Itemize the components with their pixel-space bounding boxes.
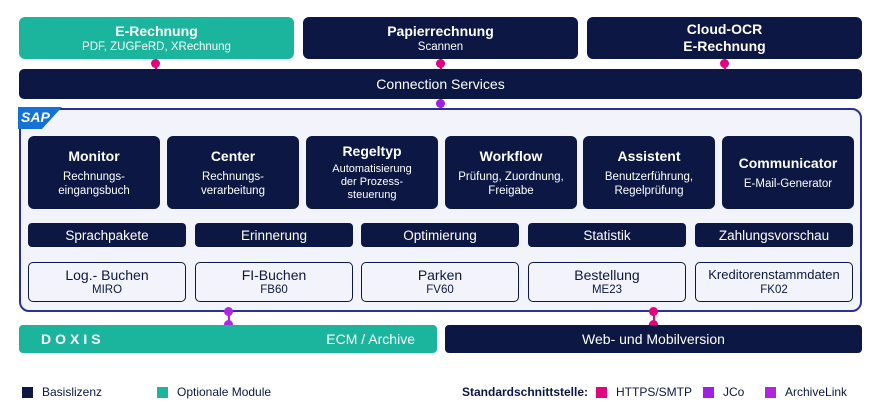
legend-basis: Basislizenz [22, 385, 102, 399]
input-e-rechnung-subtitle: PDF, ZUGFeRD, XRechnung [82, 40, 231, 53]
input-papierrechnung-subtitle: Scannen [417, 40, 464, 53]
sap-logo: SAP [18, 107, 62, 129]
legend-https: HTTPS/SMTP [596, 385, 692, 399]
module-regeltyp: Regeltyp Automatisierung der Prozess- st… [306, 136, 438, 209]
connection-services-label: Connection Services [376, 76, 505, 92]
ecm-archive-label: ECM / Archive [326, 331, 415, 347]
module-monitor-title: Monitor [68, 147, 120, 164]
legend-archivelink: ArchiveLink [765, 385, 847, 399]
connector-dot-archivelink-2 [224, 320, 233, 329]
module-center-title: Center [210, 147, 256, 164]
phase-kreditorenstammdaten: Kreditorenstammdaten FK02 [695, 262, 853, 302]
phase-fi-buchen-title: FI-Buchen [241, 267, 307, 283]
input-papierrechnung-title: Papierrechnung [387, 22, 494, 39]
phase-fi-buchen-code: FB60 [260, 284, 288, 296]
module-workflow-title: Workflow [479, 147, 543, 164]
legend-jco-label: JCo [723, 385, 745, 399]
module-center-subtitle: Rechnungs- verarbeitung [201, 170, 265, 197]
legend-https-label: HTTPS/SMTP [616, 385, 693, 399]
input-e-rechnung: E-Rechnung PDF, ZUGFeRD, XRechnung [19, 17, 294, 59]
connector-dot-archivelink [224, 307, 233, 316]
legend-optional-swatch [157, 386, 168, 398]
legend-interface-title: Standardschnittstelle: [462, 385, 588, 399]
web-mobil-bar: Web- und Mobilversion [445, 325, 862, 353]
web-mobil-label: Web- und Mobilversion [582, 331, 725, 347]
feature-optimierung: Optimierung [361, 223, 519, 247]
connector-dot-https-2 [436, 59, 445, 68]
phase-parken-title: Parken [417, 267, 463, 283]
module-monitor: Monitor Rechnungs- eingangsbuch [28, 136, 160, 209]
module-workflow-subtitle: Prüfung, Zuordnung, Freigabe [458, 170, 564, 197]
legend-interface-title-label: Standardschnittstelle: [462, 385, 589, 399]
phase-log-buchen: Log.- Buchen MIRO [28, 262, 186, 302]
doxis-ecm-bar: DOXIS ECM / Archive [19, 325, 437, 353]
legend-archivelink-swatch [765, 386, 776, 398]
connector-https-bottom [653, 312, 655, 325]
module-monitor-subtitle: Rechnungs- eingangsbuch [58, 170, 130, 197]
legend-https-swatch [596, 386, 607, 398]
phase-kreditorenstammdaten-title: Kreditorenstammdaten [708, 267, 840, 282]
phase-log-buchen-code: MIRO [91, 284, 123, 296]
legend-jco: JCo [703, 385, 744, 399]
phase-parken-code: FV60 [426, 284, 454, 296]
phase-parken: Parken FV60 [361, 262, 519, 302]
legend-optional-label: Optionale Module [177, 385, 272, 399]
phase-log-buchen-title: Log.- Buchen [65, 267, 149, 283]
connector-dot-https-bottom-2 [649, 320, 658, 329]
input-papierrechnung: Papierrechnung Scannen [303, 17, 578, 59]
legend-archivelink-label: ArchiveLink [785, 385, 848, 399]
connector-dot-jco-top [436, 99, 445, 108]
phase-kreditorenstammdaten-code: FK02 [760, 284, 788, 296]
phase-bestellung: Bestellung ME23 [528, 262, 686, 302]
module-communicator-title: Communicator [738, 154, 838, 171]
feature-sprachpakete: Sprachpakete [28, 223, 186, 247]
connection-services-bar: Connection Services [19, 69, 862, 99]
connector-dot-https-3 [720, 59, 729, 68]
feature-erinnerung: Erinnerung [195, 223, 353, 247]
module-workflow: Workflow Prüfung, Zuordnung, Freigabe [445, 136, 577, 209]
phase-bestellung-code: ME23 [591, 284, 623, 296]
connector-archivelink [228, 312, 230, 325]
feature-statistik: Statistik [528, 223, 686, 247]
phase-bestellung-title: Bestellung [574, 267, 640, 283]
sap-logo-text: SAP [21, 109, 50, 125]
module-communicator-subtitle: E-Mail-Generator [743, 177, 833, 190]
connector-dot-https-bottom [649, 307, 658, 316]
input-cloud-ocr-title: Cloud-OCR E-Rechnung [683, 21, 766, 54]
module-assistent-title: Assistent [617, 147, 681, 164]
phase-fi-buchen: FI-Buchen FB60 [195, 262, 353, 302]
doxis-logo: DOXIS [41, 331, 105, 347]
legend-basis-swatch [22, 386, 33, 398]
legend-jco-swatch [703, 386, 714, 398]
module-center: Center Rechnungs- verarbeitung [167, 136, 299, 209]
connector-dot-https-1 [151, 59, 160, 68]
legend-optional: Optionale Module [157, 385, 271, 399]
sap-logo-shape [18, 107, 62, 129]
module-assistent: Assistent Benutzerführung, Regelprüfung [583, 136, 715, 209]
module-assistent-subtitle: Benutzerführung, Regelprüfung [604, 170, 694, 197]
module-regeltyp-subtitle: Automatisierung der Prozess- steuerung [332, 163, 412, 201]
feature-zahlungsvorschau: Zahlungsvorschau [695, 223, 853, 247]
input-e-rechnung-title: E-Rechnung [115, 22, 198, 39]
input-cloud-ocr: Cloud-OCR E-Rechnung [587, 17, 862, 59]
module-communicator: Communicator E-Mail-Generator [722, 136, 854, 209]
module-regeltyp-title: Regeltyp [342, 143, 402, 159]
legend-basis-label: Basislizenz [42, 385, 103, 399]
